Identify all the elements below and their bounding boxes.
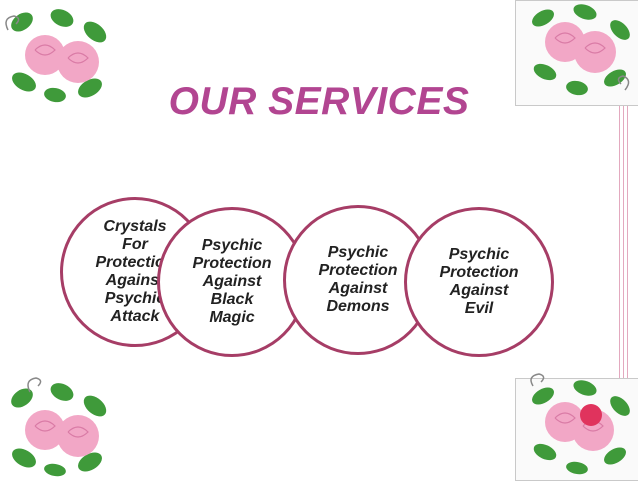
frame-line-3 bbox=[627, 0, 628, 479]
service-circle-2: Psychic Protection Against Black Magic bbox=[157, 207, 307, 357]
service-label-2: Psychic Protection Against Black Magic bbox=[192, 237, 272, 326]
rose-flower-icon-bottom-right bbox=[530, 373, 630, 475]
frame-line-2 bbox=[623, 0, 624, 479]
service-label-1: Crystals For Protection Against Psychic … bbox=[95, 218, 175, 325]
service-circle-3: Psychic Protection Against Demons bbox=[283, 205, 433, 355]
slide-title: OUR SERVICES bbox=[168, 80, 470, 123]
rose-flower-icon-top-right bbox=[532, 4, 630, 96]
rose-flower-icon-top-left bbox=[5, 9, 107, 103]
red-dot-marker bbox=[580, 404, 602, 426]
rose-flower-icon-bottom-left bbox=[11, 377, 107, 477]
service-circle-4: Psychic Protection Against Evil bbox=[404, 207, 554, 357]
service-label-3: Psychic Protection Against Demons bbox=[318, 244, 398, 315]
frame-line-1 bbox=[619, 0, 620, 479]
service-label-4: Psychic Protection Against Evil bbox=[439, 246, 519, 317]
